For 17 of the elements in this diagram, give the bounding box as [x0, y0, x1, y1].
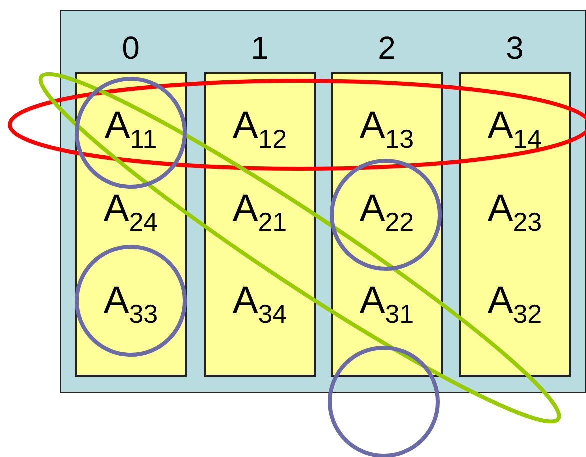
column-heading: 3 — [505, 30, 525, 66]
cell-label: A$_{13}$ — [358, 104, 416, 156]
cell-label: A$_{12}$ — [232, 104, 288, 156]
cell-label: A$_{23}$ — [486, 187, 544, 239]
column-heading: 2 — [377, 30, 397, 66]
cell-label: A$_{14}$ — [486, 104, 544, 156]
cell-label: A$_{11}$ — [104, 104, 158, 156]
column-heading: 1 — [250, 30, 270, 66]
panel-background — [60, 10, 586, 393]
cell-label: A$_{34}$ — [232, 279, 288, 331]
cell-label: A$_{33}$ — [102, 279, 160, 331]
cell-label: A$_{32}$ — [486, 279, 544, 331]
cell-label: A$_{24}$ — [102, 187, 160, 239]
cell-label: A$_{31}$ — [358, 279, 416, 331]
cell-label: A$_{22}$ — [358, 187, 416, 239]
cell-label: A$_{21}$ — [232, 187, 288, 239]
column-heading: 0 — [121, 30, 141, 66]
